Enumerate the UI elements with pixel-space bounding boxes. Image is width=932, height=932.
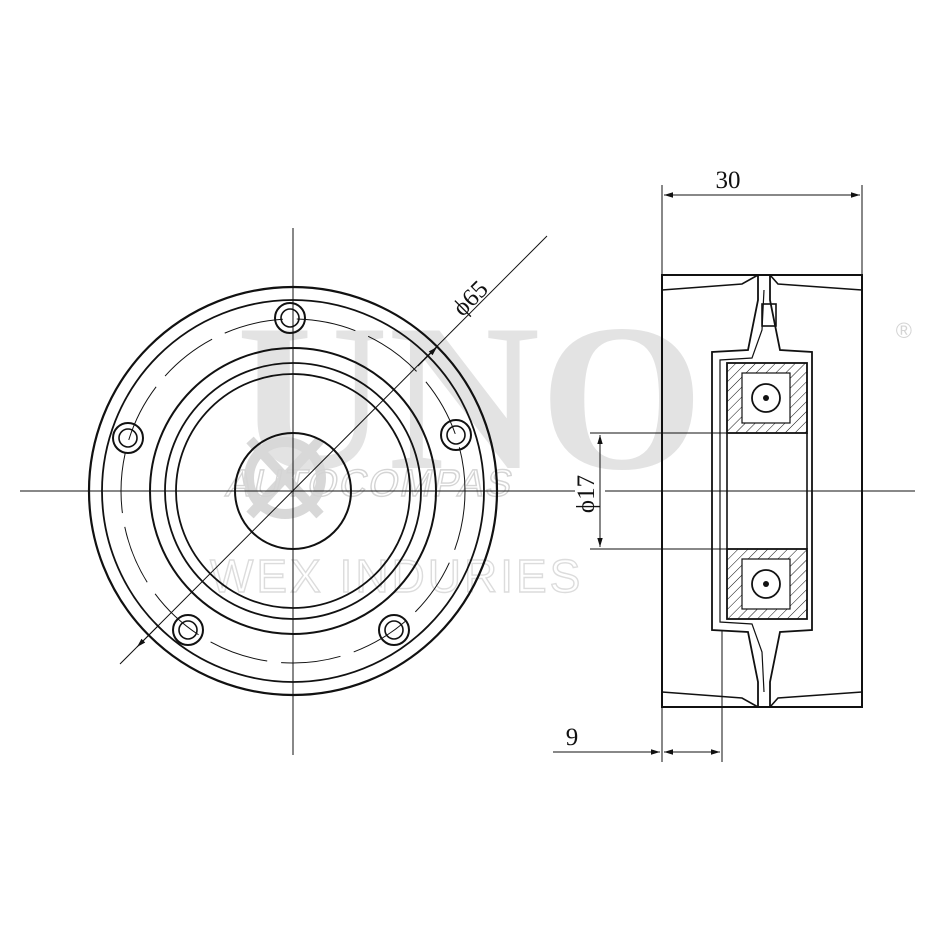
hub-step-circle [164, 362, 422, 620]
front-view: ϕ65 [20, 228, 575, 755]
hub-outer-circle [149, 347, 437, 635]
bore-circle [234, 432, 352, 550]
section-view: 30 ϕ17 9 [553, 167, 915, 762]
bore-diameter-label: ϕ17 [573, 475, 600, 513]
diameter-leader-line [119, 235, 548, 665]
offset-label: 9 [566, 724, 579, 751]
ball-icon [751, 383, 781, 413]
ball-icon [751, 569, 781, 599]
diameter-arrow-lower [136, 625, 159, 648]
hub-inner-circle [175, 373, 411, 609]
width-label: 30 [716, 167, 741, 194]
watermark-line1: AUTOCOMPAS [223, 462, 519, 505]
diameter-arrow-upper [417, 346, 438, 367]
outer-shell-outline [661, 274, 863, 708]
bolt-circle [120, 318, 466, 664]
bolt-holes [112, 302, 472, 646]
watermark-line2: WEX INDURIES [210, 550, 583, 602]
retaining-clip [761, 303, 777, 327]
watermark-registered-mark: ® [896, 318, 912, 343]
bolt-hole [274, 302, 306, 334]
bolt-hole [440, 419, 472, 451]
web-right-half [769, 275, 813, 707]
web-inner-left [719, 289, 765, 693]
watermark: UNO ® AUTOCOMPAS WEX INDURIES [209, 282, 912, 603]
bolt-hole [378, 614, 410, 646]
watermark-logo-icon [244, 436, 326, 519]
web-left-half [711, 275, 759, 707]
bearing-lower [726, 548, 808, 620]
outer-rim-circle [87, 285, 499, 697]
bolt-hole [112, 422, 144, 454]
bearing-upper [726, 362, 808, 434]
shell-top-flange [661, 274, 863, 291]
shell-bottom-flange [661, 691, 863, 708]
bolt-hole [172, 614, 204, 646]
outer-rim-inner-circle [101, 299, 485, 683]
